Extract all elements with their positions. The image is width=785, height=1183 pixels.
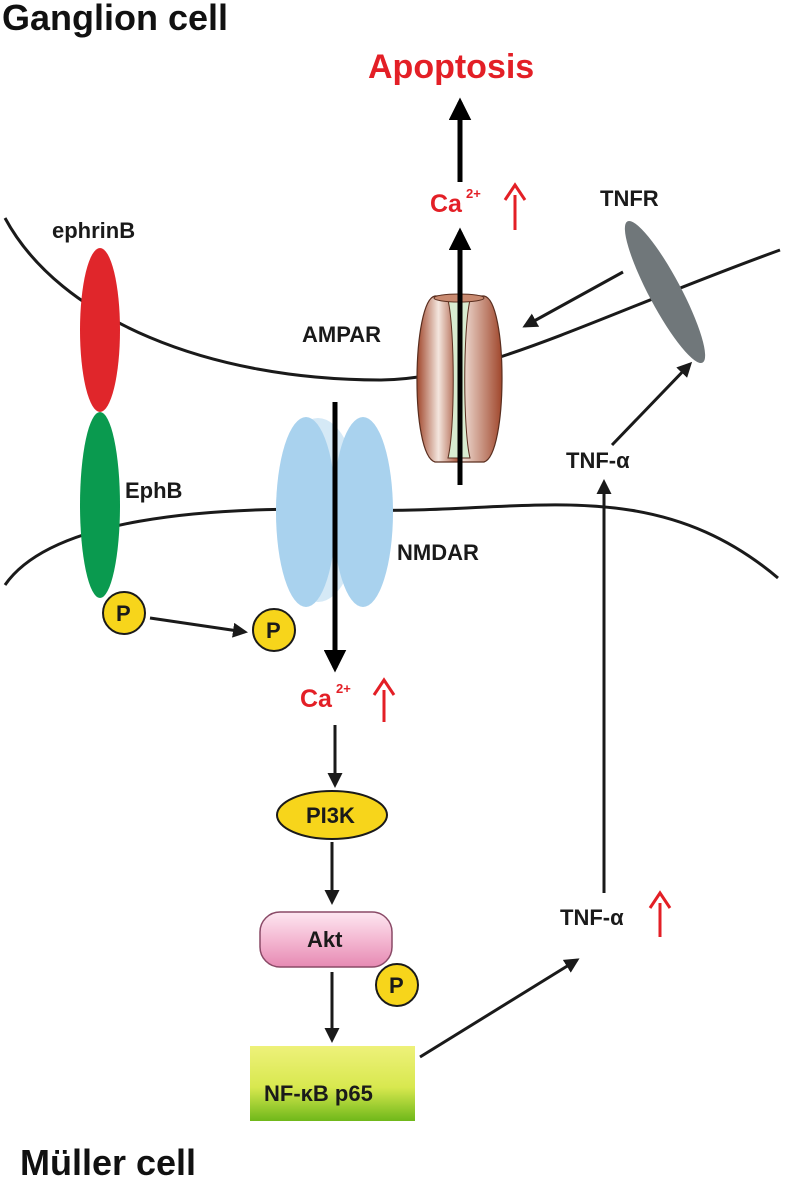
tnfr-to-ampar-arrow	[522, 270, 624, 328]
ca-mid-increase-arrowhead	[372, 677, 396, 696]
pi3k-label: PI3K	[306, 803, 355, 828]
tnf-alpha-upper-label: TNF-α	[566, 448, 630, 473]
ca-top-superscript: 2+	[466, 186, 481, 201]
ganglion-cell-title: Ganglion cell	[2, 0, 228, 38]
nmdar-left-subunit	[276, 417, 336, 607]
tnfr-receptor	[624, 220, 706, 364]
pi3k-node	[276, 790, 388, 840]
akt-node	[259, 911, 393, 968]
ephb-phospho-badge: P	[102, 591, 146, 635]
ampar-label: AMPAR	[302, 322, 381, 347]
tnf-alpha-to-tnfr-arrow	[610, 361, 693, 447]
ephb-phospho-label: P	[116, 601, 131, 626]
ephb-to-nmdar-phospho-arrow	[149, 616, 248, 638]
muller-cell-title: Müller cell	[20, 1142, 196, 1183]
akt-label: Akt	[307, 927, 343, 952]
tnf-alpha-lower-label: TNF-α	[560, 905, 624, 930]
ca-top-label: Ca	[430, 190, 463, 218]
nfkb-to-tnf-alpha-arrow	[419, 958, 580, 1059]
ca-mid-label: Ca	[300, 685, 333, 713]
ca-top-increase-arrowhead	[503, 182, 527, 201]
ca-top-readout: Ca 2+	[430, 182, 527, 230]
ephb-receptor	[80, 412, 120, 598]
nfkb-node	[250, 1046, 415, 1121]
tnf-alpha-increase-arrowhead	[648, 890, 672, 909]
akt-phospho-badge: P	[375, 963, 419, 1007]
ephrinb-label: ephrinB	[52, 218, 135, 243]
nfkb-label: NF-κB p65	[264, 1081, 373, 1106]
apoptosis-label: Apoptosis	[368, 48, 534, 86]
ca-mid-superscript: 2+	[336, 681, 351, 696]
ephrinb-receptor	[80, 248, 120, 412]
ca-mid-readout: Ca 2+	[300, 677, 396, 722]
ephb-label: EphB	[125, 478, 182, 503]
tnfr-label: TNFR	[600, 186, 659, 211]
akt-phospho-label: P	[389, 973, 404, 998]
nmdar-phospho-label: P	[266, 618, 281, 643]
ampar-channel	[416, 293, 503, 463]
nmdar-right-subunit	[333, 417, 393, 607]
nmdar-phospho-badge: P	[252, 608, 296, 652]
nmdar-label: NMDAR	[397, 540, 479, 565]
